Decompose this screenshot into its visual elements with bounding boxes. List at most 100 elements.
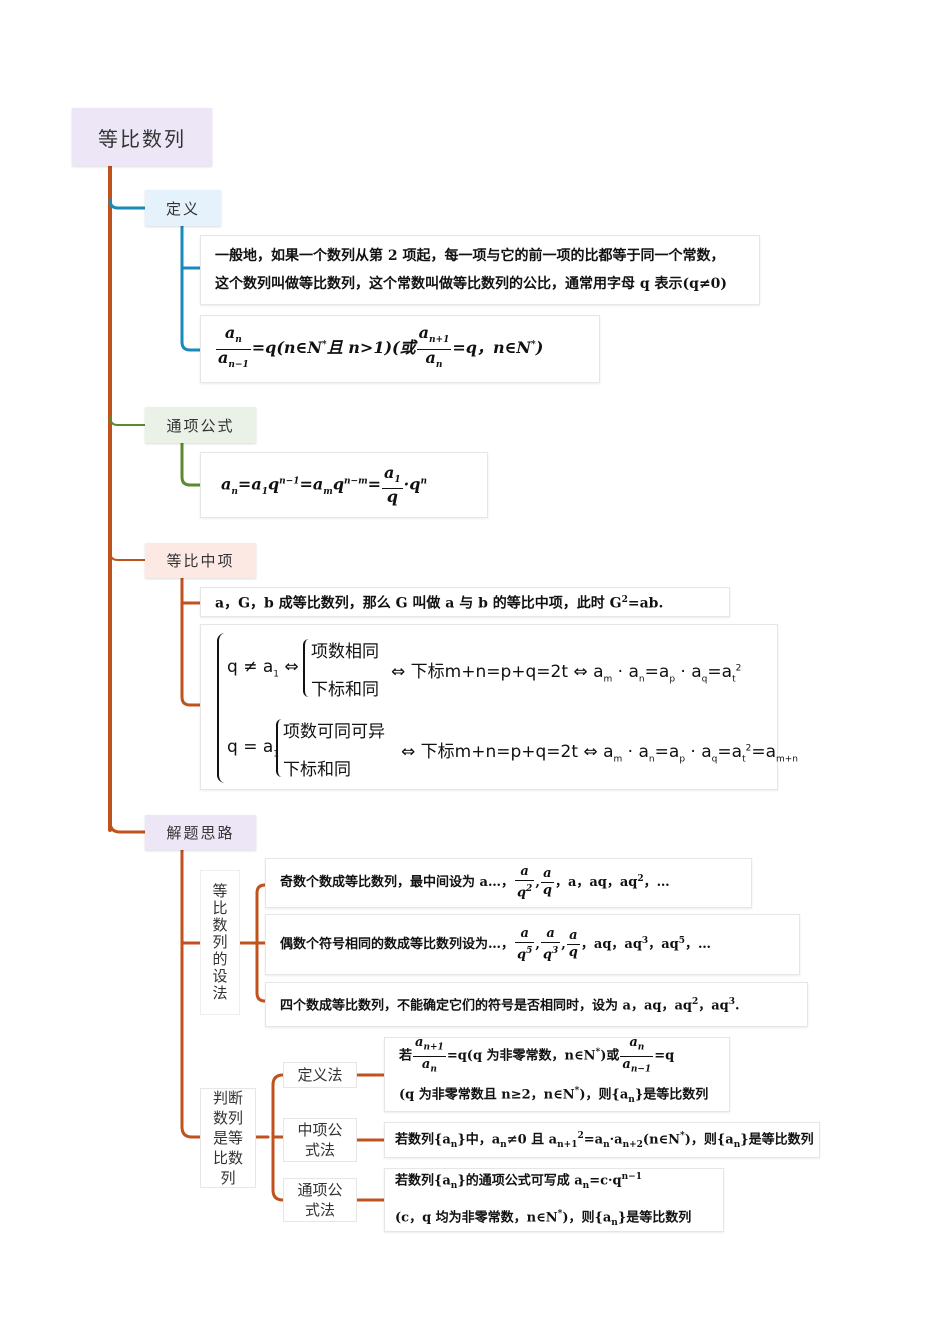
math-text: 偶数个符号相同的数成等比数列设为…， <box>280 936 515 952</box>
math-text: · a <box>675 662 702 682</box>
math-text: n+1 <box>428 335 450 346</box>
math-text: )，则{a <box>684 1131 734 1147</box>
node-definition[interactable]: 定义 <box>145 190 221 226</box>
math-text: m+n <box>776 754 799 765</box>
method-label: 通项公式法 <box>297 1181 343 1219</box>
math-text: a <box>221 474 232 494</box>
math-text: m <box>613 754 623 765</box>
method-middle-box: 若数列{an}中，an≠0 且 an+12=an·an+2(n∈N*)，则{an… <box>384 1122 820 1158</box>
math-text: * <box>322 340 327 351</box>
math-text: =q(n∈N <box>251 338 322 358</box>
math-text: 2 <box>577 1130 584 1141</box>
case1-result: ⇔ 下标m+n=p+q=2t ⇔ am · an=ap · aq=at2 <box>391 657 741 684</box>
math-text: . <box>735 998 740 1014</box>
math-text: n+1 <box>423 1042 444 1053</box>
math-text: ，aq，aq <box>580 936 642 952</box>
math-text: =a <box>237 474 262 494</box>
math-text: m <box>323 486 333 497</box>
math-text: q <box>542 883 552 899</box>
math-text: a <box>425 347 436 367</box>
math-text: n <box>648 754 655 765</box>
math-text: n <box>435 359 443 370</box>
math-text: ，a，aq，aq <box>554 875 638 891</box>
solving-approach-label: 解题思路 <box>166 824 235 842</box>
math-text: ⇔ 下标m+n=p+q=2t ⇔ a <box>391 662 604 682</box>
method-line: (c，q 均为非零常数，n∈N*)，则{an}是等比数列 <box>395 1200 723 1237</box>
math-text: =ab. <box>627 595 664 612</box>
math-text: a <box>384 462 395 482</box>
math-text: q <box>267 474 280 494</box>
math-text: n+2 <box>622 1139 643 1150</box>
math-text: 且 n>1)(或 <box>326 338 416 358</box>
math-text: · a <box>622 742 649 762</box>
math-text: }中，a <box>457 1131 501 1147</box>
math-text: , <box>535 936 540 952</box>
math-text: ，aq <box>698 998 729 1014</box>
case2-brace <box>276 719 282 777</box>
math-text: =q，n∈N <box>452 338 532 358</box>
math-text: n <box>611 1217 618 1228</box>
math-text: 1 <box>261 486 268 497</box>
math-text: 一般地，如果一个数列从第 2 项起，每一项与它的前一项的比都等于同一个常数， <box>215 248 725 264</box>
node-setup-method[interactable]: 等比数列的设法 <box>200 870 240 1015</box>
math-text: a <box>421 1056 431 1072</box>
math-text: a <box>224 323 236 343</box>
root-title: 等比数列 <box>98 126 186 151</box>
math-text: a <box>520 864 529 880</box>
node-general-formula[interactable]: 通项公式 <box>145 407 256 443</box>
math-text: 5 <box>526 945 533 956</box>
node-method-middle[interactable]: 中项公式法 <box>283 1118 357 1162</box>
setup-method-label: 等比数列的设法 <box>210 883 229 1002</box>
judge-method-label: 判断数列是等比数列 <box>212 1089 243 1187</box>
node-geometric-mean[interactable]: 等比中项 <box>145 543 256 578</box>
math-text: (q 为非零常数且 n≥2，n∈N <box>399 1087 575 1103</box>
general-formula-label: 通项公式 <box>166 416 235 435</box>
case2-sub1: 项数可同可异 <box>283 722 385 742</box>
math-text: 2 <box>735 663 742 674</box>
math-text: }是等比数列 <box>617 1210 692 1226</box>
definition-label: 定义 <box>165 199 200 218</box>
math-text: n+1 <box>557 1139 578 1150</box>
case1-brace <box>303 639 309 697</box>
math-text: =a <box>654 742 680 762</box>
math-text: a <box>415 1034 424 1050</box>
geometric-mean-text-box: a，G，b 成等比数列，那么 G 叫做 a 与 b 的等比中项，此时 G2=ab… <box>200 587 730 617</box>
math-text: * <box>574 1086 580 1097</box>
left-brace <box>217 633 225 783</box>
math-text: n−1 <box>630 1064 652 1075</box>
math-text: q <box>701 674 708 685</box>
math-text: ，… <box>643 875 670 891</box>
math-text: n <box>235 335 242 346</box>
math-text: 2 <box>745 743 752 754</box>
math-text: 若数列{a <box>395 1131 451 1147</box>
node-method-general[interactable]: 通项公式法 <box>283 1178 357 1222</box>
root-node[interactable]: 等比数列 <box>72 108 212 166</box>
geometric-mean-cases-box: q ≠ a1 ⇔ 项数相同 下标和同 ⇔ 下标m+n=p+q=2t ⇔ am ·… <box>200 624 798 790</box>
math-text: q <box>568 944 578 960</box>
math-text: * <box>595 1047 601 1058</box>
definition-text-box: 一般地，如果一个数列从第 2 项起，每一项与它的前一项的比都等于同一个常数， 这… <box>200 235 760 305</box>
case1-condition: q ≠ a1 ⇔ <box>227 657 299 679</box>
math-text: = <box>367 474 382 494</box>
math-text: q <box>542 947 552 963</box>
geometric-mean-text: a，G，b 成等比数列，那么 G 叫做 a 与 b 的等比中项，此时 G2=ab… <box>215 586 729 618</box>
node-method-definition[interactable]: 定义法 <box>283 1062 357 1088</box>
case2-sub2: 下标和同 <box>283 760 351 780</box>
node-solving-approach[interactable]: 解题思路 <box>145 815 256 850</box>
math-text: 2 <box>691 997 699 1008</box>
node-judge-method[interactable]: 判断数列是等比数列 <box>200 1088 256 1188</box>
geometric-mean-label: 等比中项 <box>166 552 235 570</box>
math-text: (c，q 均为非零常数，n∈N <box>395 1210 558 1226</box>
math-text: q ≠ a <box>227 657 274 677</box>
math-text: n <box>500 1139 507 1150</box>
math-text: · a <box>612 662 639 682</box>
math-text: q <box>517 947 527 963</box>
math-text: n <box>637 1042 645 1053</box>
math-text: n <box>628 1095 635 1106</box>
math-text: a <box>543 866 552 882</box>
